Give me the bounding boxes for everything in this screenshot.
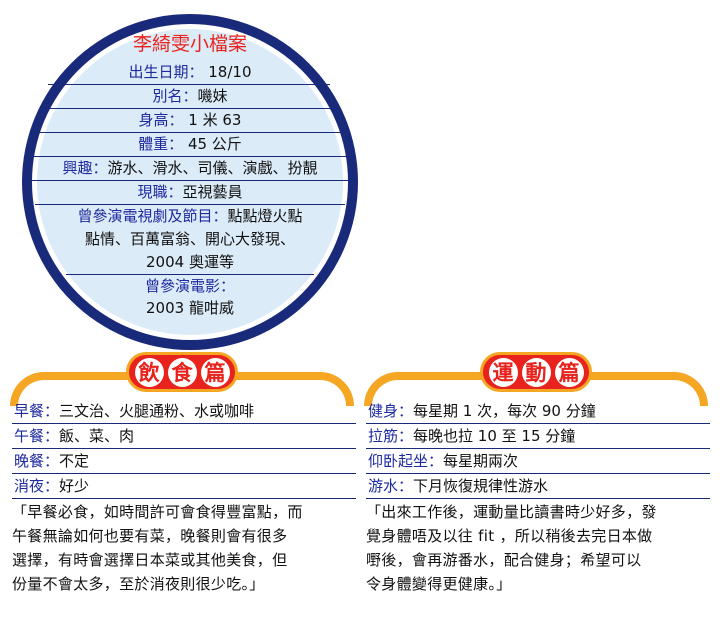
profile-label: 別名： [152,87,198,105]
profile-value: 點點燈火點 [227,207,303,225]
profile-value: 亞視藝員 [182,183,243,201]
profile-circle-background [37,29,343,335]
divider [48,84,330,85]
exercise-row-swimming: 游水：下月恢復規律性游水 [368,475,548,497]
diet-value: 三文治、火腿通粉、水或咖啡 [59,402,255,420]
divider [366,473,710,474]
exercise-label: 游水： [368,477,414,495]
profile-value: 2004 奧運等 [146,253,234,271]
divider [40,108,340,109]
divider [31,156,349,157]
profile-label: 現職： [137,183,183,201]
exercise-row-stretching: 拉筋：每晚也拉 10 至 15 分鐘 [368,425,575,447]
divider [366,498,710,499]
diet-quote: 「早餐必食，如時間許可會食得豐富點，而 午餐無論如何也要有菜，晚餐則會有很多 選… [12,500,358,596]
diet-header-badge: 飲 食 篇 [126,352,238,392]
profile-row-weight: 體重： 45 公斤 [0,133,380,155]
divider [366,448,710,449]
profile-row-height: 身高： 1 米 63 [0,109,380,131]
profile-label: 興趣： [62,159,108,177]
exercise-label: 仰卧起坐： [368,452,444,470]
profile-row-movies-cont: 2003 龍咁威 [0,297,380,319]
divider [32,180,348,181]
profile-title: 李綺雯小檔案 [132,33,247,55]
profile-label: 出生日期： [128,63,204,81]
exercise-value: 每晚也拉 10 至 15 分鐘 [413,427,576,445]
profile-label: 身高： [138,111,184,129]
diet-header-char: 食 [167,357,197,387]
profile-value: 嘰妹 [197,87,228,105]
exercise-row-gym: 健身：每星期 1 次，每次 90 分鐘 [368,400,596,422]
profile-row-tv-shows-cont: 點情、百萬富翁、開心大發現、 [0,228,380,250]
profile-label: 曾參演電影： [144,277,235,295]
exercise-header-badge: 運 動 篇 [480,352,592,392]
exercise-quote-line: 令身體變得更健康。」 [366,575,512,593]
profile-row-tv-shows-cont: 2004 奧運等 [0,251,380,273]
diet-row-lunch: 午餐：飯、菜、肉 [14,425,134,447]
divider [366,423,710,424]
diet-header-char: 飲 [134,357,164,387]
profile-row-hobbies: 興趣：游水、滑水、司儀、演戲、扮靚 [0,157,380,179]
diet-label: 午餐： [14,427,60,445]
exercise-value: 每星期兩次 [443,452,519,470]
divider [12,448,356,449]
profile-value: 2003 龍咁威 [146,299,234,317]
profile-row-tv-shows: 曾參演電視劇及節目：點點燈火點 [0,205,380,227]
diet-label: 晚餐： [14,452,60,470]
profile-value: 1 米 63 [183,111,242,129]
profile-row-birthday: 出生日期： 18/10 [0,61,380,83]
profile-label: 曾參演電視劇及節目： [77,207,228,225]
profile-value: 45 公斤 [183,135,242,153]
divider [12,423,356,424]
profile-row-occupation: 現職：亞視藝員 [0,181,380,203]
profile-value: 游水、滑水、司儀、演戲、扮靚 [107,159,318,177]
diet-header-char: 篇 [200,357,230,387]
diet-row-breakfast: 早餐：三文治、火腿通粉、水或咖啡 [14,400,254,422]
exercise-quote-line: 「出來工作後，運動量比讀書時少好多，發 [366,503,657,521]
profile-label: 體重： [138,135,184,153]
diet-label: 早餐： [14,402,60,420]
diet-row-late-snack: 消夜：好少 [14,475,89,497]
diet-value: 飯、菜、肉 [59,427,135,445]
exercise-header-char: 動 [521,357,551,387]
exercise-header-char: 運 [488,357,518,387]
diet-label: 消夜： [14,477,60,495]
diet-quote-line: 選擇，有時會選擇日本菜或其他美食，但 [12,551,288,569]
diet-value: 好少 [59,477,90,495]
exercise-label: 拉筋： [368,427,414,445]
profile-row-movies: 曾參演電影： [0,275,380,297]
exercise-header-char: 篇 [554,357,584,387]
exercise-quote: 「出來工作後，運動量比讀書時少好多，發 覺身體唔及以往 fit ，所以稍後去完日… [366,500,712,596]
profile-value: 18/10 [203,63,252,81]
exercise-value: 下月恢復規律性游水 [413,477,549,495]
divider [34,132,346,133]
diet-quote-line: 午餐無論如何也要有菜，晚餐則會有很多 [12,527,288,545]
diet-row-dinner: 晚餐：不定 [14,450,89,472]
profile-row-nickname: 別名：嘰妹 [0,85,380,107]
profile-value: 點情、百萬富翁、開心大發現、 [84,230,295,248]
divider [12,498,356,499]
exercise-row-situps: 仰卧起坐：每星期兩次 [368,450,518,472]
profile-circle-border [22,14,358,350]
exercise-label: 健身： [368,402,414,420]
exercise-value: 每星期 1 次，每次 90 分鐘 [413,402,596,420]
divider [66,274,314,275]
exercise-quote-line: 覺身體唔及以往 fit ，所以稍後去完日本做 [366,527,653,545]
exercise-quote-line: 嘢後，會再游番水，配合健身；希望可以 [366,551,642,569]
divider [35,204,345,205]
diet-value: 不定 [59,452,90,470]
diet-quote-line: 「早餐必食，如時間許可會食得豐富點，而 [12,503,303,521]
divider [12,473,356,474]
diet-quote-line: 份量不會太多，至於消夜則很少吃。」 [12,575,265,593]
